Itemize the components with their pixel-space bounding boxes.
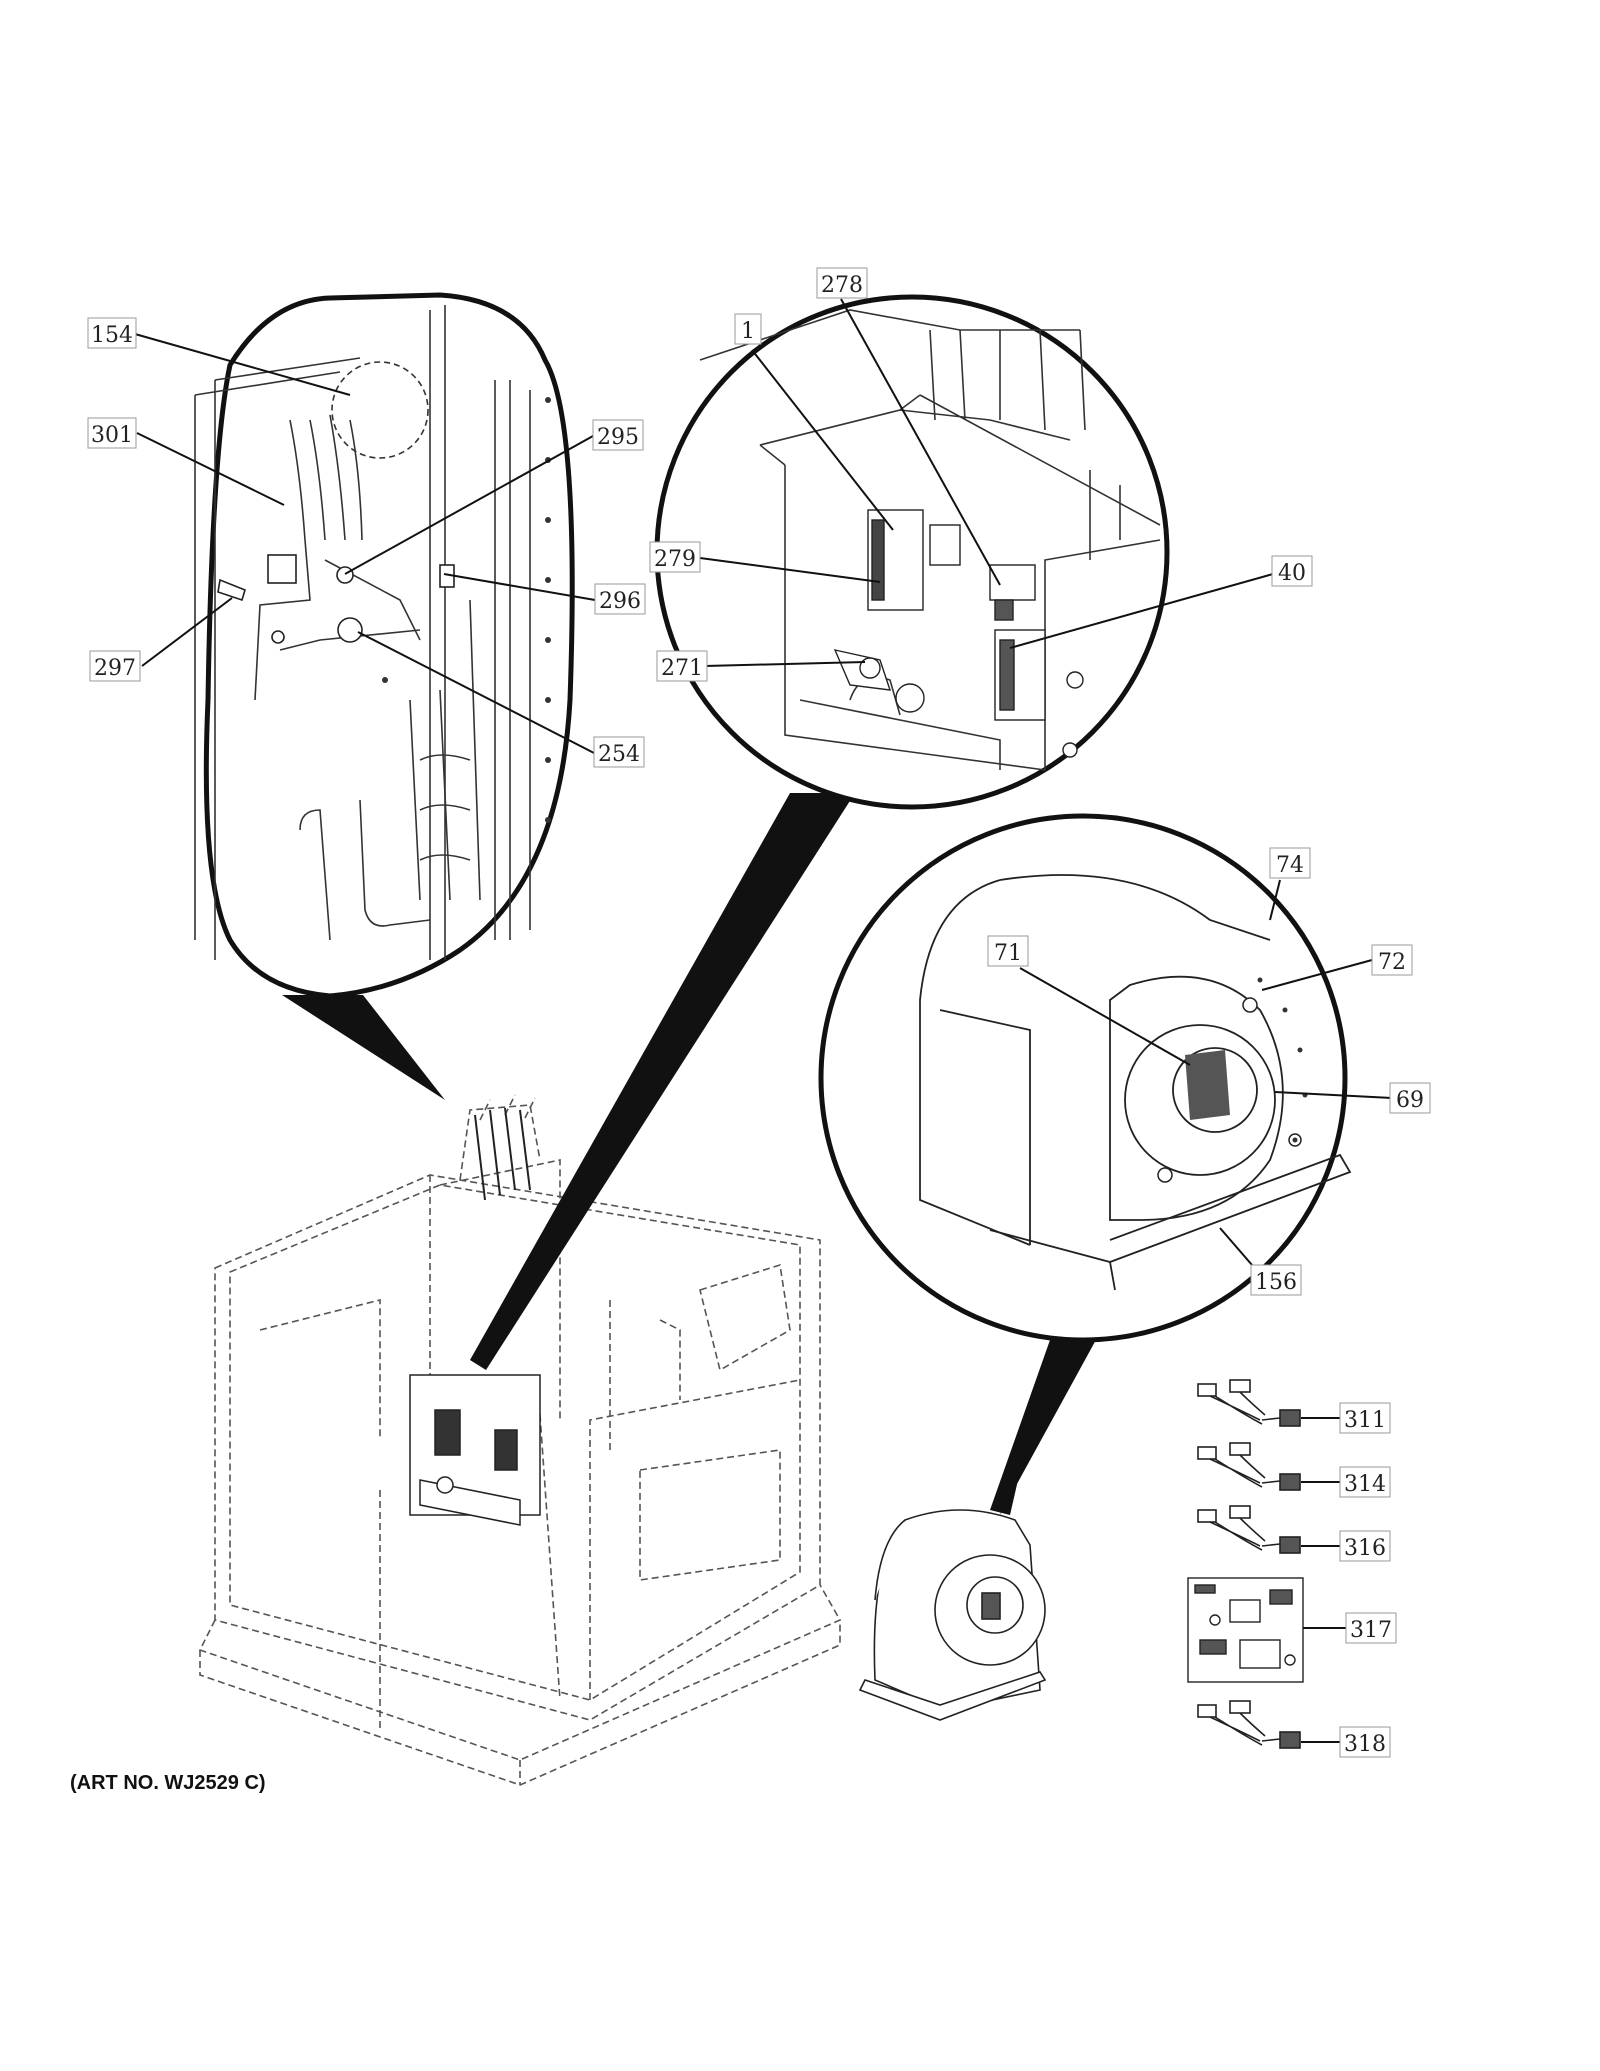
callout-72: 72 (1371, 944, 1413, 976)
svg-text:316: 316 (1344, 1536, 1386, 1561)
callout-156: 156 (1250, 1264, 1302, 1296)
piping-bubble-outline (203, 292, 575, 999)
blower-motor (1185, 1050, 1230, 1120)
svg-text:1: 1 (741, 319, 755, 344)
svg-text:154: 154 (91, 323, 133, 348)
blower-pointer-wedge (990, 1340, 1050, 1515)
callout-69: 69 (1389, 1082, 1431, 1114)
callout-1: 1 (734, 313, 762, 345)
callout-295: 295 (592, 419, 644, 451)
svg-text:297: 297 (94, 656, 136, 681)
svg-text:69: 69 (1396, 1088, 1424, 1113)
svg-text:318: 318 (1344, 1732, 1386, 1757)
harness-311 (1197, 1379, 1301, 1427)
control-detail-bubble (470, 294, 1170, 1370)
callout-271: 271 (656, 650, 708, 682)
svg-text:254: 254 (598, 742, 640, 767)
callout-311: 311 (1339, 1402, 1391, 1434)
blower-bubble-outline (818, 813, 1348, 1343)
svg-text:278: 278 (821, 273, 863, 298)
harness-318 (1197, 1700, 1301, 1749)
art-number-label: (ART NO. WJ2529 C) (70, 1772, 266, 1794)
blower-detail-bubble (818, 813, 1352, 1515)
harness-316 (1197, 1505, 1301, 1554)
svg-text:271: 271 (661, 656, 703, 681)
svg-text:71: 71 (994, 941, 1022, 966)
callout-317: 317 (1345, 1612, 1397, 1644)
piping-pointer-wedge (282, 995, 445, 1100)
svg-text:311: 311 (1344, 1408, 1386, 1433)
callout-297: 297 (89, 650, 141, 682)
svg-text:301: 301 (91, 423, 133, 448)
svg-text:317: 317 (1350, 1618, 1392, 1643)
leader-lines (134, 298, 1393, 1743)
callout-154: 154 (87, 317, 137, 349)
svg-text:156: 156 (1255, 1270, 1297, 1295)
callout-316: 316 (1339, 1530, 1391, 1562)
callout-296: 296 (594, 583, 646, 615)
blower-assembly (858, 1509, 1047, 1721)
control-pointer-wedge (470, 793, 855, 1370)
svg-text:314: 314 (1344, 1472, 1386, 1497)
callout-318: 318 (1339, 1726, 1391, 1758)
piping-detail-bubble (194, 292, 575, 1100)
callout-278: 278 (816, 267, 868, 299)
callout-71: 71 (987, 935, 1029, 967)
callout-74: 74 (1269, 847, 1311, 879)
board-317 (1187, 1577, 1304, 1683)
svg-text:40: 40 (1278, 561, 1306, 586)
callout-254: 254 (593, 736, 645, 768)
svg-text:296: 296 (599, 589, 641, 614)
callout-301: 301 (87, 417, 137, 449)
svg-text:74: 74 (1276, 853, 1304, 878)
callout-40: 40 (1271, 555, 1313, 587)
unit-control-box (409, 1374, 541, 1526)
unit-refrigerant-tubes (474, 1107, 531, 1201)
callout-279: 279 (649, 541, 701, 573)
callout-314: 314 (1339, 1466, 1391, 1498)
control-boards (833, 509, 1084, 758)
svg-text:72: 72 (1378, 950, 1406, 975)
svg-text:279: 279 (654, 547, 696, 572)
svg-text:295: 295 (597, 425, 639, 450)
harness-314 (1197, 1442, 1301, 1491)
